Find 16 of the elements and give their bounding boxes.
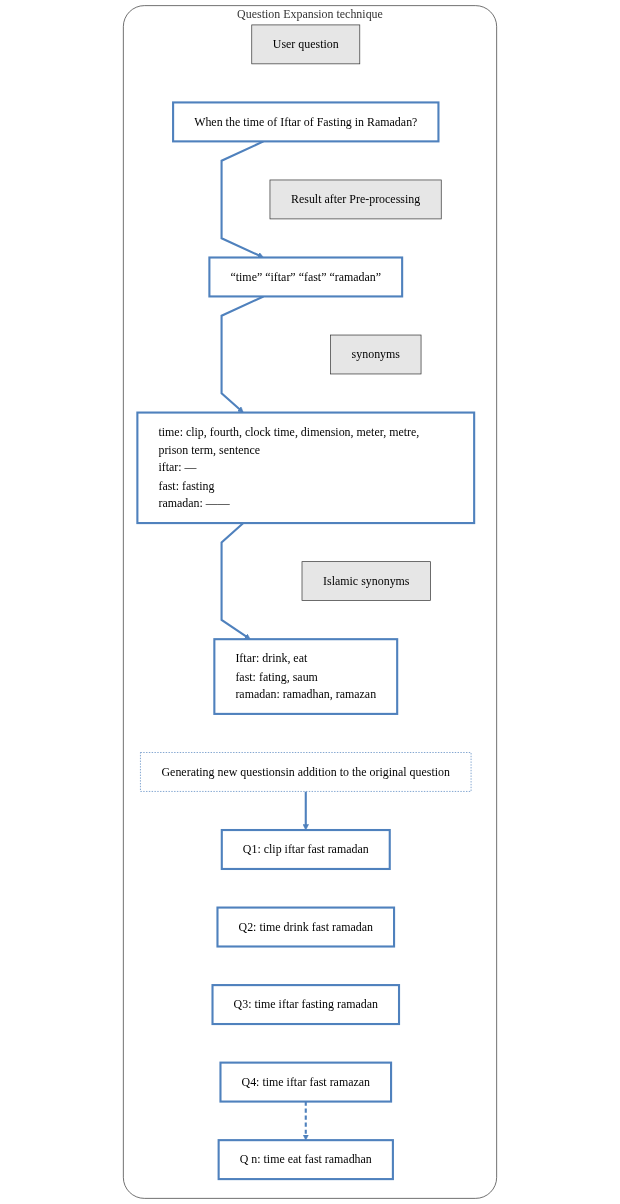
node-box: Islamic synonyms [301,561,431,601]
node-box: Result after Pre-processing [269,179,442,220]
node-box: Q3: time iftar fasting ramadan [211,984,401,1026]
node-box: Q1: clip iftar fast ramadan [220,829,391,870]
arrow [302,1101,309,1141]
node-box: “time” “iftar” “fast” “ramadan” [208,256,404,298]
arrow [302,791,309,831]
node-box: User question [251,24,361,65]
node-box: When the time of Iftar of Fasting in Ramadan? [172,101,440,143]
node-box: Q4: time iftar fast ramazan [219,1061,393,1103]
node-box: time: clip, fourth, clock time, dimension, meter, metre, prison term, sentence iftar: — fast: fasting ramadan: —— [136,411,476,525]
node-box: synonyms [330,334,422,375]
node-box: Generating new questionsin addition to the original question [140,752,472,792]
node-box: Iftar: drink, eat fast: fating, saum ramadan: ramadhan, ramazan [213,638,399,715]
node-box: Q2: time drink fast ramadan [216,906,396,948]
node-box: Q n: time eat fast ramadhan [217,1139,394,1181]
